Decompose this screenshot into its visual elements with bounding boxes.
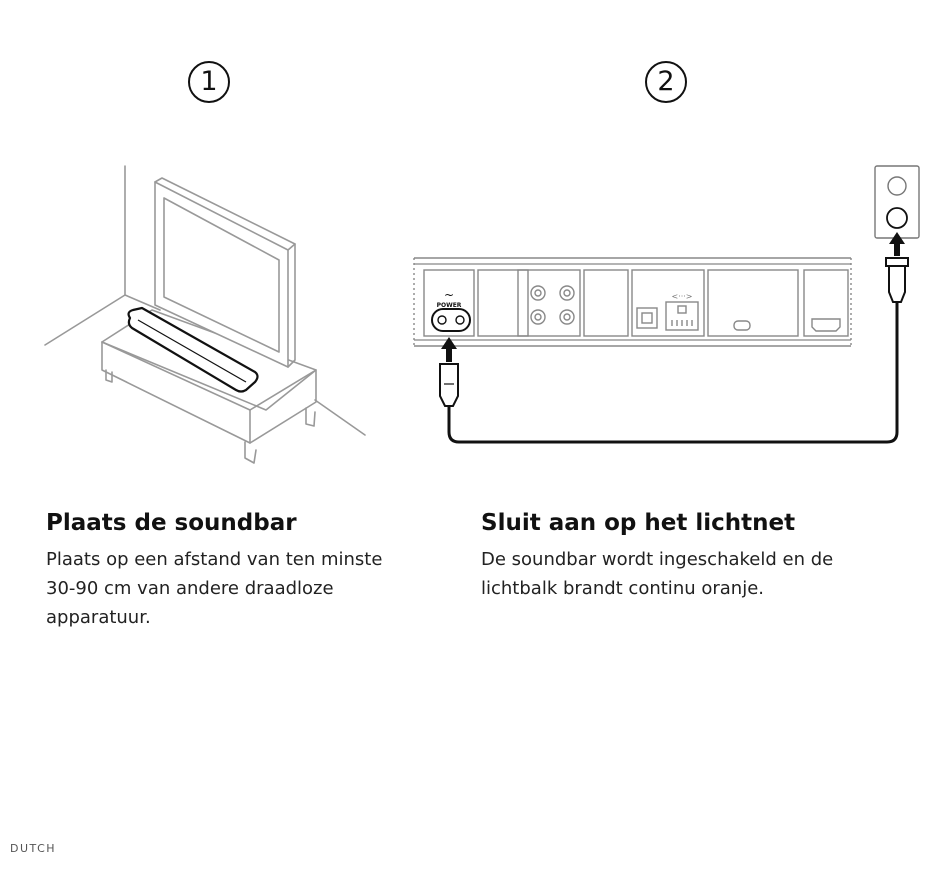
- rear-panel: [423, 269, 849, 337]
- step-2-description: De soundbar wordt ingeschakeld en de lic…: [481, 549, 834, 599]
- tv-soundbar-illustration: [44, 165, 366, 464]
- soundbar: [127, 306, 259, 393]
- language-label: DUTCH: [10, 842, 57, 855]
- power-label: POWER: [437, 302, 462, 309]
- step-2-number-label: 2: [657, 66, 675, 97]
- wall-corner: [44, 165, 126, 346]
- tv: [154, 177, 296, 368]
- usb-port: [733, 320, 751, 331]
- hdmi-port: [811, 318, 841, 332]
- ethernet-port: [665, 301, 699, 331]
- outlet-socket: [886, 207, 908, 229]
- insert-arrow-icon: [441, 232, 905, 362]
- step-2-title: Sluit aan op het lichtnet: [481, 510, 796, 536]
- wall-plug: [885, 257, 909, 303]
- circle-outline: [645, 61, 687, 103]
- power-port: ~ POWER: [431, 288, 471, 332]
- power-symbol: ~: [444, 288, 454, 302]
- step-1-title: Plaats de soundbar: [46, 510, 297, 536]
- rca-jacks: [530, 285, 575, 325]
- circle-outline: [188, 61, 230, 103]
- power-cable: [447, 300, 899, 444]
- floor-line: [314, 399, 366, 436]
- device-plug: [439, 363, 459, 407]
- rear-panel-power-illustration: ~ POWER <···>: [413, 165, 920, 444]
- optical-port: [636, 307, 658, 329]
- step-1-number: 1: [187, 60, 231, 104]
- step-1-description: Plaats op een afstand van ten minste 30-…: [46, 549, 383, 628]
- step-2-number: 2: [644, 60, 688, 104]
- network-arrows-label: <···>: [671, 292, 692, 301]
- step-1-number-label: 1: [200, 66, 218, 97]
